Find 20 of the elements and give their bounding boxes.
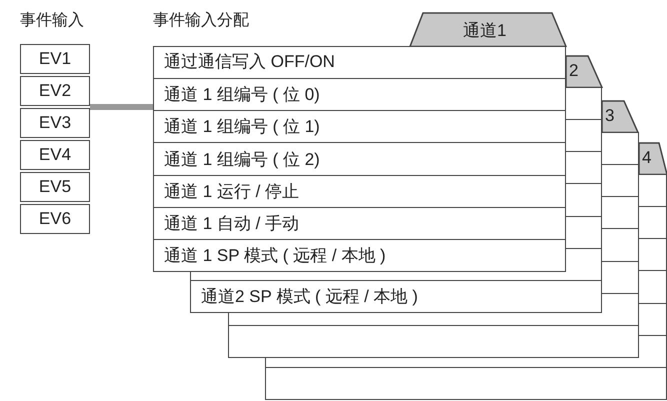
- input-slot: EV3: [20, 108, 90, 138]
- input-slot: EV2: [20, 76, 90, 106]
- section-heading: 事件输入分配: [153, 10, 249, 31]
- input-slot: EV4: [20, 140, 90, 170]
- tab-label: 3: [605, 106, 614, 126]
- channel-sheet: [153, 12, 566, 272]
- tab-label: 2: [569, 61, 578, 81]
- tab-label: 4: [642, 148, 652, 168]
- input-slot: EV1: [20, 44, 90, 74]
- setting-row: 通过通信写入 OFF/ON: [154, 46, 565, 78]
- setting-row: 通道 1 组编号 ( 位 0): [154, 78, 565, 110]
- setting-row: 通道 1 组编号 ( 位 2): [154, 142, 565, 175]
- tab-label: 通道1: [463, 20, 506, 42]
- setting-row: 通道 1 运行 / 停止: [154, 174, 565, 207]
- input-slot: EV6: [20, 204, 90, 234]
- input-slot: EV5: [20, 172, 90, 202]
- connector-line: [90, 104, 153, 110]
- setting-row: 通道 1 自动 / 手动: [154, 207, 565, 240]
- setting-row: 通道 1 组编号 ( 位 1): [154, 110, 565, 142]
- group-heading: 事件输入: [20, 10, 84, 31]
